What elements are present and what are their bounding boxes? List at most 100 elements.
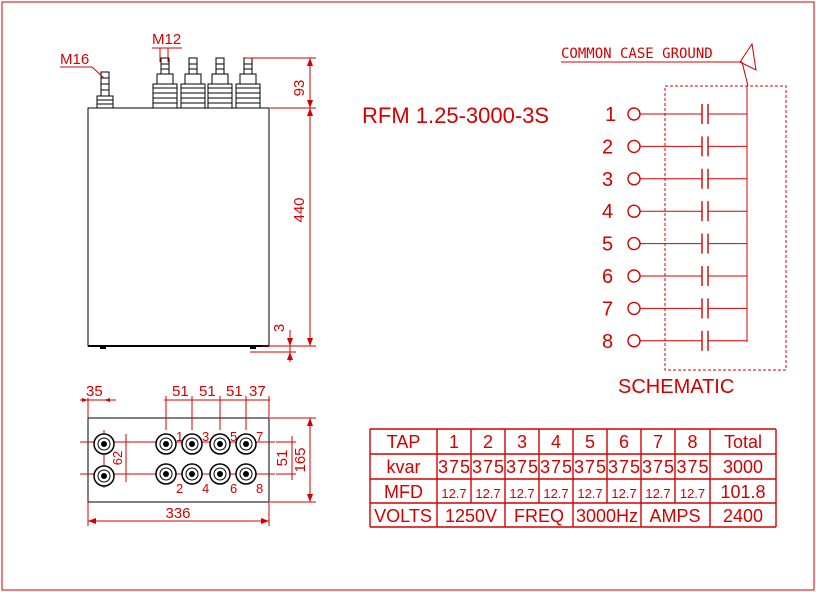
terminal-bushings xyxy=(152,57,261,109)
dim-pitch-b: 51 xyxy=(199,383,216,400)
tap-row: 7 xyxy=(602,298,747,320)
dim-width: 336 xyxy=(165,505,190,522)
dim-row-spacing: 62 xyxy=(110,451,125,465)
terminal-label: 5 xyxy=(230,429,237,444)
table-cell: 12.7 xyxy=(441,486,466,501)
table-cell: 375 xyxy=(472,457,504,477)
table-cell: 12.7 xyxy=(475,486,500,501)
table-cell: 6 xyxy=(619,432,629,452)
table-cell: 3000 xyxy=(723,457,763,477)
table-cell: 2 xyxy=(483,432,493,452)
tap-terminal xyxy=(627,107,641,121)
table-cell: 8 xyxy=(687,432,697,452)
table-cell: 12.7 xyxy=(680,486,705,501)
table-cell: 375 xyxy=(677,457,709,477)
dim-base: 3 xyxy=(271,324,288,332)
tap-row: 8 xyxy=(602,330,747,353)
tap-label: 3 xyxy=(602,169,613,191)
dim-depth: 165 xyxy=(292,447,309,472)
dim-row-spacing-right: 51 xyxy=(274,450,291,467)
dim-pitch-a: 51 xyxy=(172,383,189,400)
table-cell: 375 xyxy=(574,457,606,477)
terminal-label: 7 xyxy=(256,429,263,444)
table-cell: 375 xyxy=(438,457,470,477)
tap-label: 2 xyxy=(602,136,613,158)
tap-label: 7 xyxy=(602,298,613,320)
case-boundary xyxy=(664,85,787,371)
tap-terminal xyxy=(627,172,641,186)
schematic: COMMON CASE GROUND RFM 1.25-3000-3S 1 2 3 4… xyxy=(362,42,787,398)
tap-terminal xyxy=(627,204,641,218)
dim-edge-right: 37 xyxy=(249,383,266,400)
tap-label: 5 xyxy=(602,234,613,256)
table-cell: 12.7 xyxy=(645,486,670,501)
tap-row: 5 xyxy=(602,233,747,256)
tap-label: 6 xyxy=(602,266,613,288)
ground-marker xyxy=(739,42,757,71)
terminal-label: 2 xyxy=(176,481,183,496)
tap-terminal xyxy=(627,139,641,154)
terminal xyxy=(209,433,231,455)
schematic-title: SCHEMATIC xyxy=(618,376,734,398)
bushing xyxy=(152,57,178,109)
table-cell: 7 xyxy=(653,432,663,452)
front-view: M16 M12 93 440 3 xyxy=(60,31,316,362)
table-cell: MFD xyxy=(384,482,423,502)
case-top-outline xyxy=(87,417,270,503)
terminal xyxy=(155,433,177,455)
table-cell: 12.7 xyxy=(611,486,636,501)
terminal-label: 6 xyxy=(230,481,237,496)
table-cell: VOLTS xyxy=(374,506,432,526)
schematic-taps: 1 2 3 4 5 6 7 8 xyxy=(602,104,747,353)
table-cell: 3000Hz xyxy=(576,506,638,526)
model-label: RFM 1.25-3000-3S xyxy=(362,103,549,128)
table-cell: TAP xyxy=(387,432,421,452)
table-cell: kvar xyxy=(386,457,420,477)
terminal xyxy=(235,463,257,485)
table-cell: 375 xyxy=(506,457,538,477)
bushing xyxy=(180,57,206,109)
tap-terminal xyxy=(627,334,641,348)
terminal xyxy=(93,433,115,455)
dim-terminal-height: 93 xyxy=(291,80,308,97)
table-cell: 3 xyxy=(517,432,527,452)
table-cell: 12.7 xyxy=(577,486,602,501)
label-m12: M12 xyxy=(152,31,181,48)
table-cell: 5 xyxy=(585,432,595,452)
table-cell: AMPS xyxy=(649,506,700,526)
tap-row: 2 xyxy=(602,136,747,158)
table-cell: 2400 xyxy=(723,506,763,526)
capacitor-case xyxy=(87,107,270,347)
tap-terminal xyxy=(627,269,641,283)
tap-row: 1 xyxy=(605,104,747,126)
terminal xyxy=(181,433,203,455)
table-cell: 1250V xyxy=(445,506,497,526)
tap-terminal xyxy=(627,236,641,251)
dim-case-height: 440 xyxy=(291,197,308,222)
dim-edge: 35 xyxy=(86,383,103,400)
table-cell: 101.8 xyxy=(720,482,765,502)
terminal xyxy=(235,433,257,455)
terminal xyxy=(181,463,203,485)
ground-stud xyxy=(96,71,114,109)
tap-row: 4 xyxy=(602,201,747,223)
tap-row: 6 xyxy=(602,266,747,288)
label-m16: M16 xyxy=(60,51,89,68)
table-cell: 4 xyxy=(551,432,561,452)
tap-label: 1 xyxy=(605,104,616,126)
table-cell: 375 xyxy=(540,457,572,477)
table-cell: 1 xyxy=(449,432,459,452)
tap-label: 8 xyxy=(602,331,613,353)
dim-pitch-c: 51 xyxy=(226,383,243,400)
tap-label: 4 xyxy=(602,201,613,223)
bushing xyxy=(235,57,261,109)
table-cell: FREQ xyxy=(514,506,564,526)
table-cell: 12.7 xyxy=(509,486,534,501)
bushing xyxy=(207,57,233,109)
terminal xyxy=(209,463,231,485)
ground-label: COMMON CASE GROUND xyxy=(561,46,713,62)
